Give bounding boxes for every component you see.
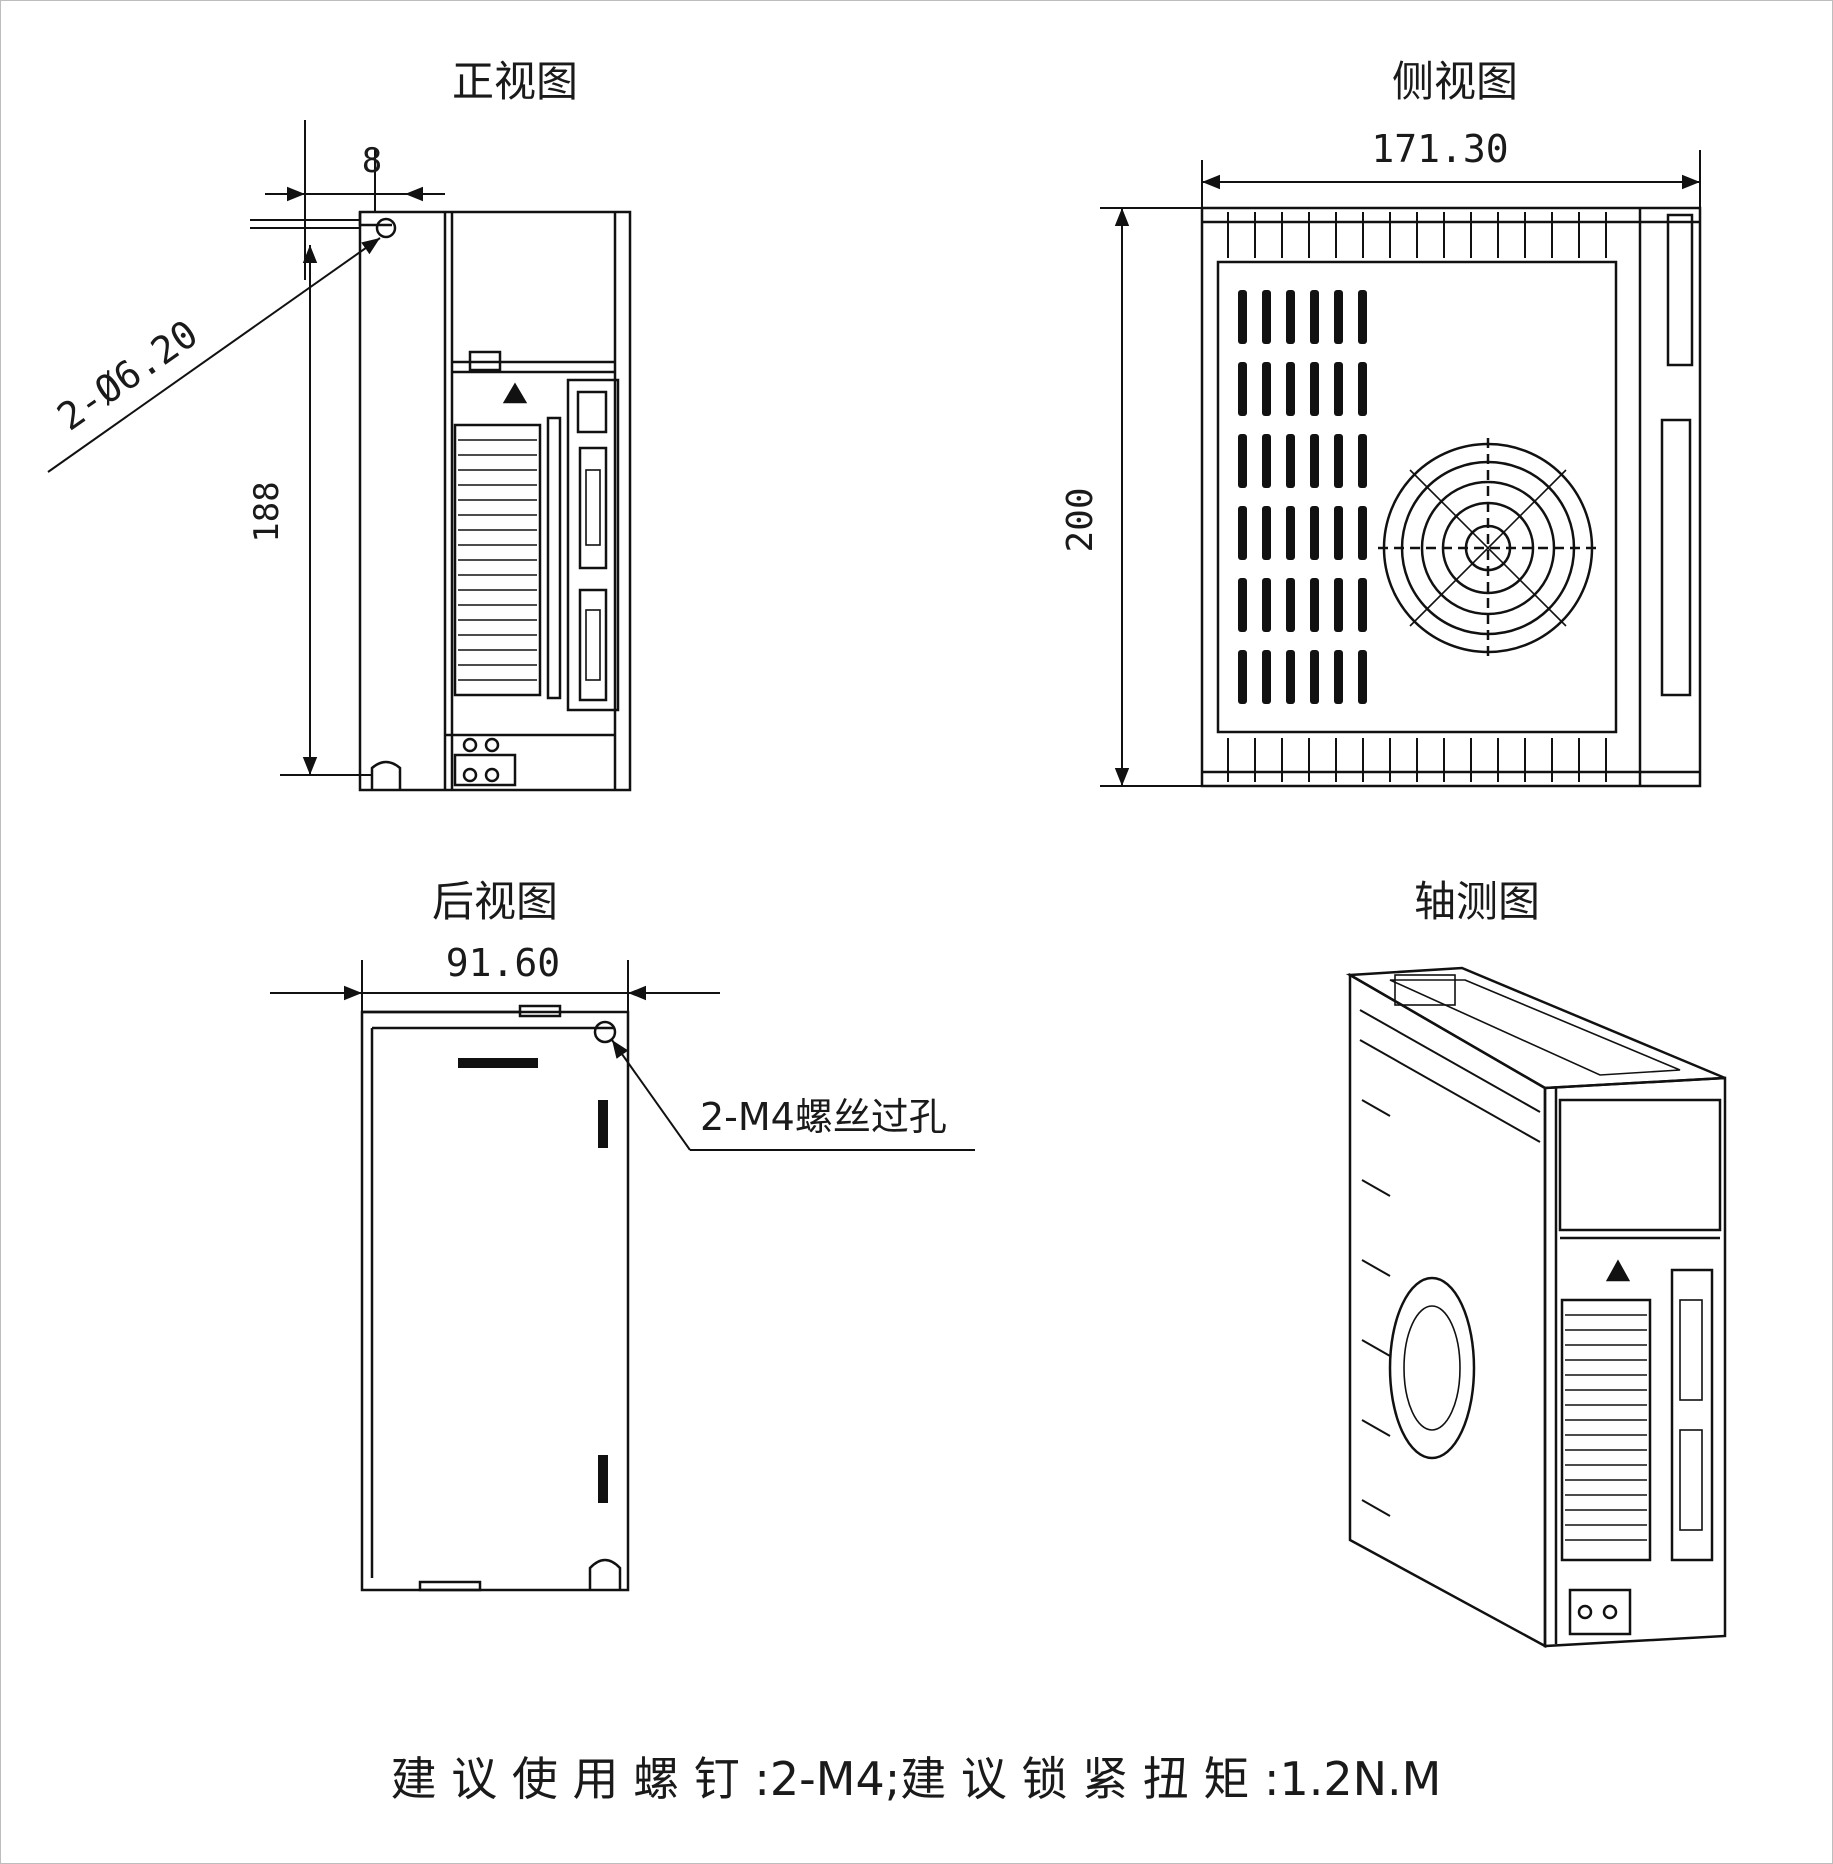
front-hole-leader: 2-Ø6.20	[47, 237, 381, 473]
iso-heatsink	[1560, 1298, 1652, 1562]
mounting-hole-top	[375, 217, 397, 239]
side-dim-height: 200	[1060, 207, 1202, 787]
side-view: 侧视图	[1060, 57, 1702, 788]
front-connector-panel	[566, 378, 620, 712]
side-ribs	[1227, 212, 1607, 782]
iso-view: 轴测图	[1345, 877, 1727, 1649]
footer-note: 建 议 使 用 螺 钉 :2-M4;建 议 锁 紧 扭 矩 :1.2N.M	[391, 1752, 1442, 1806]
front-view: 正视图	[47, 57, 632, 792]
dim-label-8: 8	[362, 141, 382, 181]
front-dim-8: 8	[250, 120, 445, 280]
iso-view-title: 轴测图	[1414, 877, 1540, 926]
dim-label-hole: 2-Ø6.20	[49, 311, 205, 439]
rear-view-title: 后视图	[432, 877, 558, 926]
dim-label-91: 91.60	[446, 941, 560, 985]
side-body-outline	[1200, 206, 1702, 788]
side-vent-slots	[1238, 290, 1367, 704]
rear-m4-callout: 2-M4螺丝过孔	[611, 1039, 975, 1151]
rear-screw-hole	[593, 1020, 617, 1044]
rear-body-outline	[360, 1010, 630, 1592]
front-body-outline	[358, 210, 632, 792]
callout-m4: 2-M4螺丝过孔	[700, 1095, 947, 1139]
side-dim-width: 171.30	[1201, 127, 1701, 208]
iso-fan	[1388, 1276, 1476, 1460]
dim-label-171: 171.30	[1371, 127, 1508, 171]
dim-label-200: 200	[1060, 487, 1101, 552]
side-fan	[1378, 438, 1598, 658]
rear-dim-width: 91.60	[270, 941, 720, 1012]
front-dim-188: 188	[247, 245, 372, 776]
rear-view: 后视图 91.60 2-M4螺丝过孔	[270, 877, 975, 1592]
dim-label-188: 188	[247, 481, 287, 542]
iso-side-face	[1348, 972, 1547, 1649]
front-view-title: 正视图	[452, 57, 578, 106]
side-view-title: 侧视图	[1392, 57, 1518, 106]
front-heatsink	[453, 423, 542, 697]
iso-front-face	[1543, 1076, 1727, 1648]
